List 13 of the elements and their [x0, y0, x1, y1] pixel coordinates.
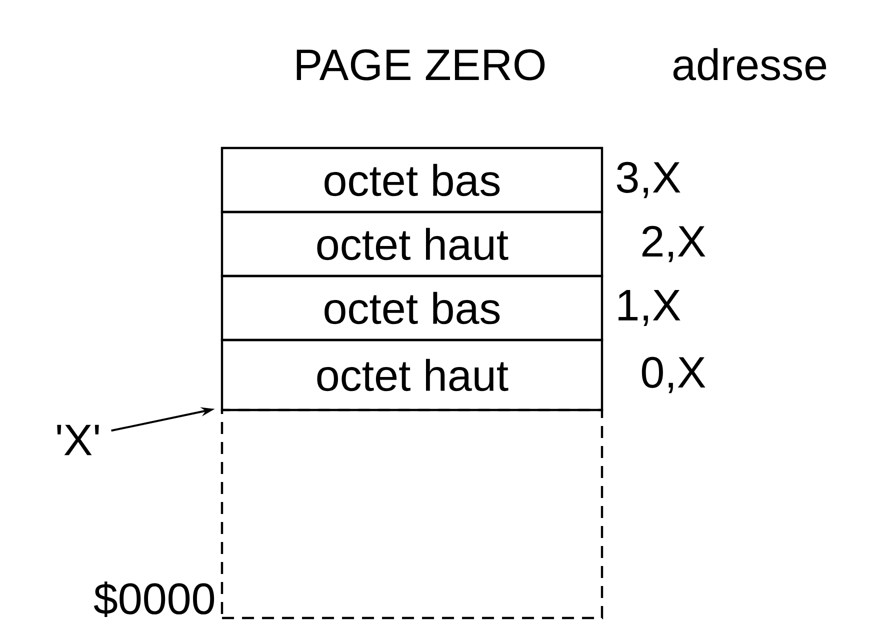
title: PAGE ZERO	[296, 49, 545, 80]
memory-area	[220, 408, 604, 620]
address-label: $0000	[94, 581, 214, 618]
column-header: adresse	[673, 48, 826, 80]
pointer-label: 'X'	[57, 424, 99, 456]
address-label: 3,X	[616, 162, 680, 198]
memory-cell: octet haut	[220, 210, 604, 278]
memory-cell: octet bas	[220, 146, 604, 214]
memory-cell: octet bas	[220, 274, 604, 342]
address-label: 1,X	[618, 290, 680, 326]
memory-cell: octet haut	[220, 338, 604, 412]
address-label: 2,X	[642, 226, 706, 262]
address-label: 0,X	[642, 356, 706, 394]
